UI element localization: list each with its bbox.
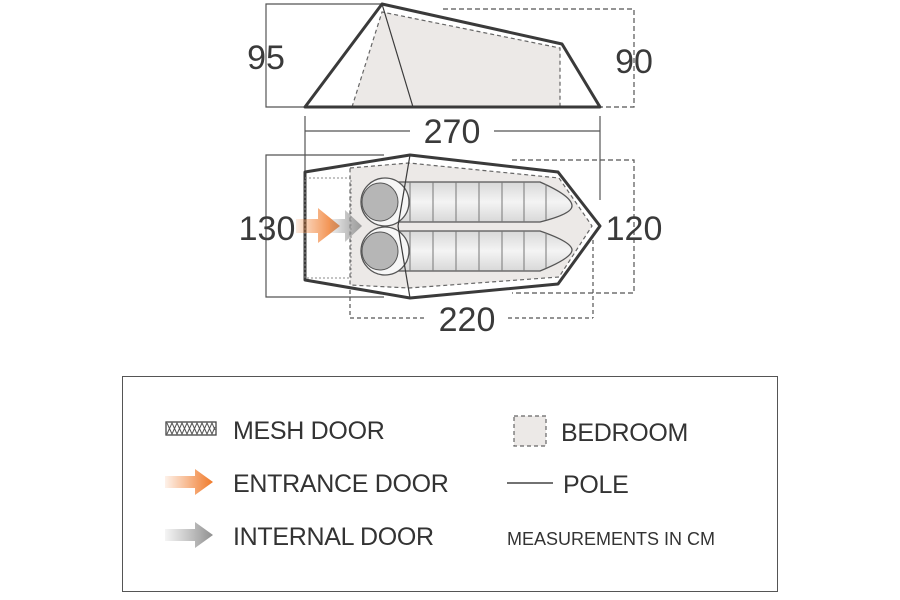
mesh-door-label: MESH DOOR bbox=[233, 417, 384, 446]
bedroom-side bbox=[352, 12, 560, 107]
bedroom-swatch-icon bbox=[513, 415, 547, 452]
side-view: 95 90 bbox=[247, 4, 653, 107]
front-width-label: 130 bbox=[239, 210, 296, 248]
floor-plan: 130 120 bbox=[239, 155, 663, 298]
internal-door-label: INTERNAL DOOR bbox=[233, 523, 434, 552]
entrance-door-label: ENTRANCE DOOR bbox=[233, 470, 449, 499]
tent-diagram: 95 90 270 bbox=[0, 0, 900, 375]
rear-width-label: 120 bbox=[606, 210, 663, 248]
legend: MESH DOOR ENTRANCE DOOR bbox=[122, 376, 778, 592]
rear-height-label: 90 bbox=[615, 43, 653, 81]
total-length-label: 270 bbox=[424, 113, 481, 151]
grey-arrow-icon bbox=[165, 522, 215, 553]
bedroom-length-label: 220 bbox=[439, 301, 496, 339]
front-height-label: 95 bbox=[247, 39, 285, 77]
legend-pole: POLE bbox=[507, 471, 629, 500]
sleeping-bag bbox=[361, 227, 572, 275]
legend-bedroom: BEDROOM bbox=[513, 415, 688, 452]
bedroom-label: BEDROOM bbox=[561, 419, 688, 448]
legend-entrance-door: ENTRANCE DOOR bbox=[165, 469, 449, 500]
measurements-note: MEASUREMENTS IN CM bbox=[507, 529, 715, 550]
pole-label: POLE bbox=[563, 471, 629, 500]
legend-internal-door: INTERNAL DOOR bbox=[165, 522, 434, 553]
pole-line-icon bbox=[507, 473, 555, 498]
legend-note: MEASUREMENTS IN CM bbox=[507, 529, 715, 550]
mesh-door-icon bbox=[165, 421, 217, 442]
sleeping-bag bbox=[361, 178, 572, 226]
legend-mesh-door: MESH DOOR bbox=[165, 417, 384, 446]
orange-arrow-icon bbox=[165, 469, 215, 500]
